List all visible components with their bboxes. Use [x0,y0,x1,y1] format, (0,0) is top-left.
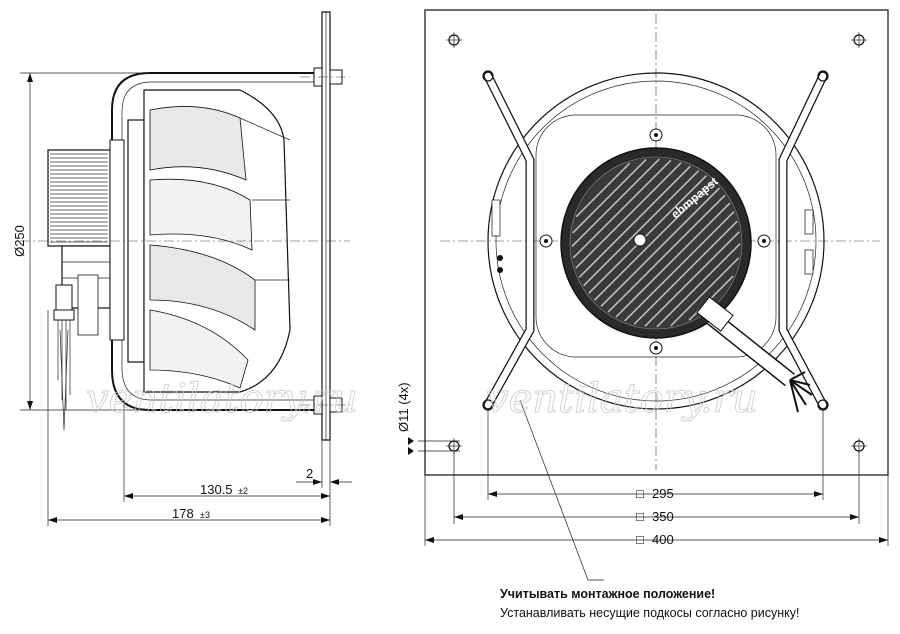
inlet-ring-outer [487,72,825,410]
label-plate-right-2 [804,249,814,275]
inlet-ring-inner [495,80,817,402]
dim-label-11: Ø11 (4x) [396,382,411,432]
dim-label-350: 350 [652,509,674,524]
corner-hole-tr [851,32,867,48]
note-title: Учитывать монтажное положение! [500,587,715,601]
watermark-left: ventilatory.ru [86,376,358,422]
dim-label-130-5: 130.5 [200,482,233,497]
dim-length-130-5: 130.5 ±2 [123,400,331,502]
hub-screws [539,128,771,355]
dim-label-295: 295 [652,486,674,501]
bolt-top [300,67,350,87]
dim-label-178: 178 [172,506,194,521]
dim-diameter-250: Ø250 [12,72,150,411]
label-plate-right [804,209,814,235]
motor-hub: ebmpapst [560,147,752,339]
dim-square-symbol-295: □ [636,486,644,501]
dim-square-symbol-400: □ [636,532,644,547]
dim-tol-178: ±3 [200,510,210,520]
corner-hole-tl [446,32,462,48]
dim-square-295: □ 295 [487,410,824,501]
front-view: ebmpapst Ø11 (4x) [396,9,889,581]
dim-length-178: 178 ±3 [47,310,331,526]
watermark-right: ventilatory.ru [486,376,758,422]
impeller [127,89,291,393]
dim-square-400: □ 400 [424,475,889,547]
note-text: Устанавливать несущие подкосы согласно р… [500,606,799,620]
motor [47,139,125,431]
dim-label-2: 2 [306,466,313,481]
dim-tol-130-5: ±2 [238,486,248,496]
dim-label-400: 400 [652,532,674,547]
dim-label-250: Ø250 [12,225,27,257]
side-view: Ø250 130.5 ±2 2 178 [12,11,358,526]
dim-square-symbol-350: □ [636,509,644,524]
cable [696,296,813,413]
corner-hole-br [851,438,867,454]
inlet-square [535,114,777,358]
support-struts-front [482,70,829,411]
dim-flange-2: 2 [296,440,352,488]
bolt-bottom [300,395,350,415]
note-leader [519,399,604,581]
dim-square-350: □ 350 [453,452,860,524]
dim-hole-11: Ø11 (4x) [396,382,460,455]
label-plate-left [491,199,501,237]
